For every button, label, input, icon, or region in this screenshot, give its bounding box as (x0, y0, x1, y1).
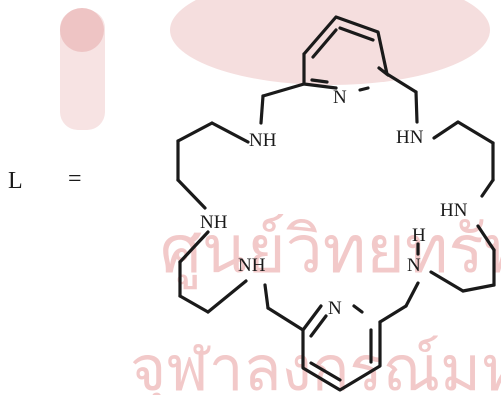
atom-h-right: H (412, 225, 426, 246)
equals-sign: = (68, 166, 82, 192)
top-pyridine-ring (302, 15, 390, 92)
atom-n-top: N (333, 87, 347, 108)
watermark-text-line2: จุฬาลงกรณ์มหาวิ (130, 332, 501, 395)
bottom-pyridine-ring (301, 304, 382, 392)
atom-hn-upper-right: HN (396, 127, 424, 148)
atom-nh-mid-left: NH (200, 212, 228, 233)
watermark-text-line1: ศูนย์วิทยทรัพย (160, 211, 501, 290)
atom-nh-upper-left: NH (249, 130, 277, 151)
atom-n-right: N (407, 255, 421, 276)
atom-hn-right: HN (440, 200, 468, 221)
atom-n-bottom: N (328, 298, 342, 319)
atom-nh-lower-left: NH (238, 255, 266, 276)
watermark-emblem (60, 0, 490, 130)
ligand-symbol: L (8, 168, 23, 194)
macrocycle-bonds (176, 72, 496, 332)
